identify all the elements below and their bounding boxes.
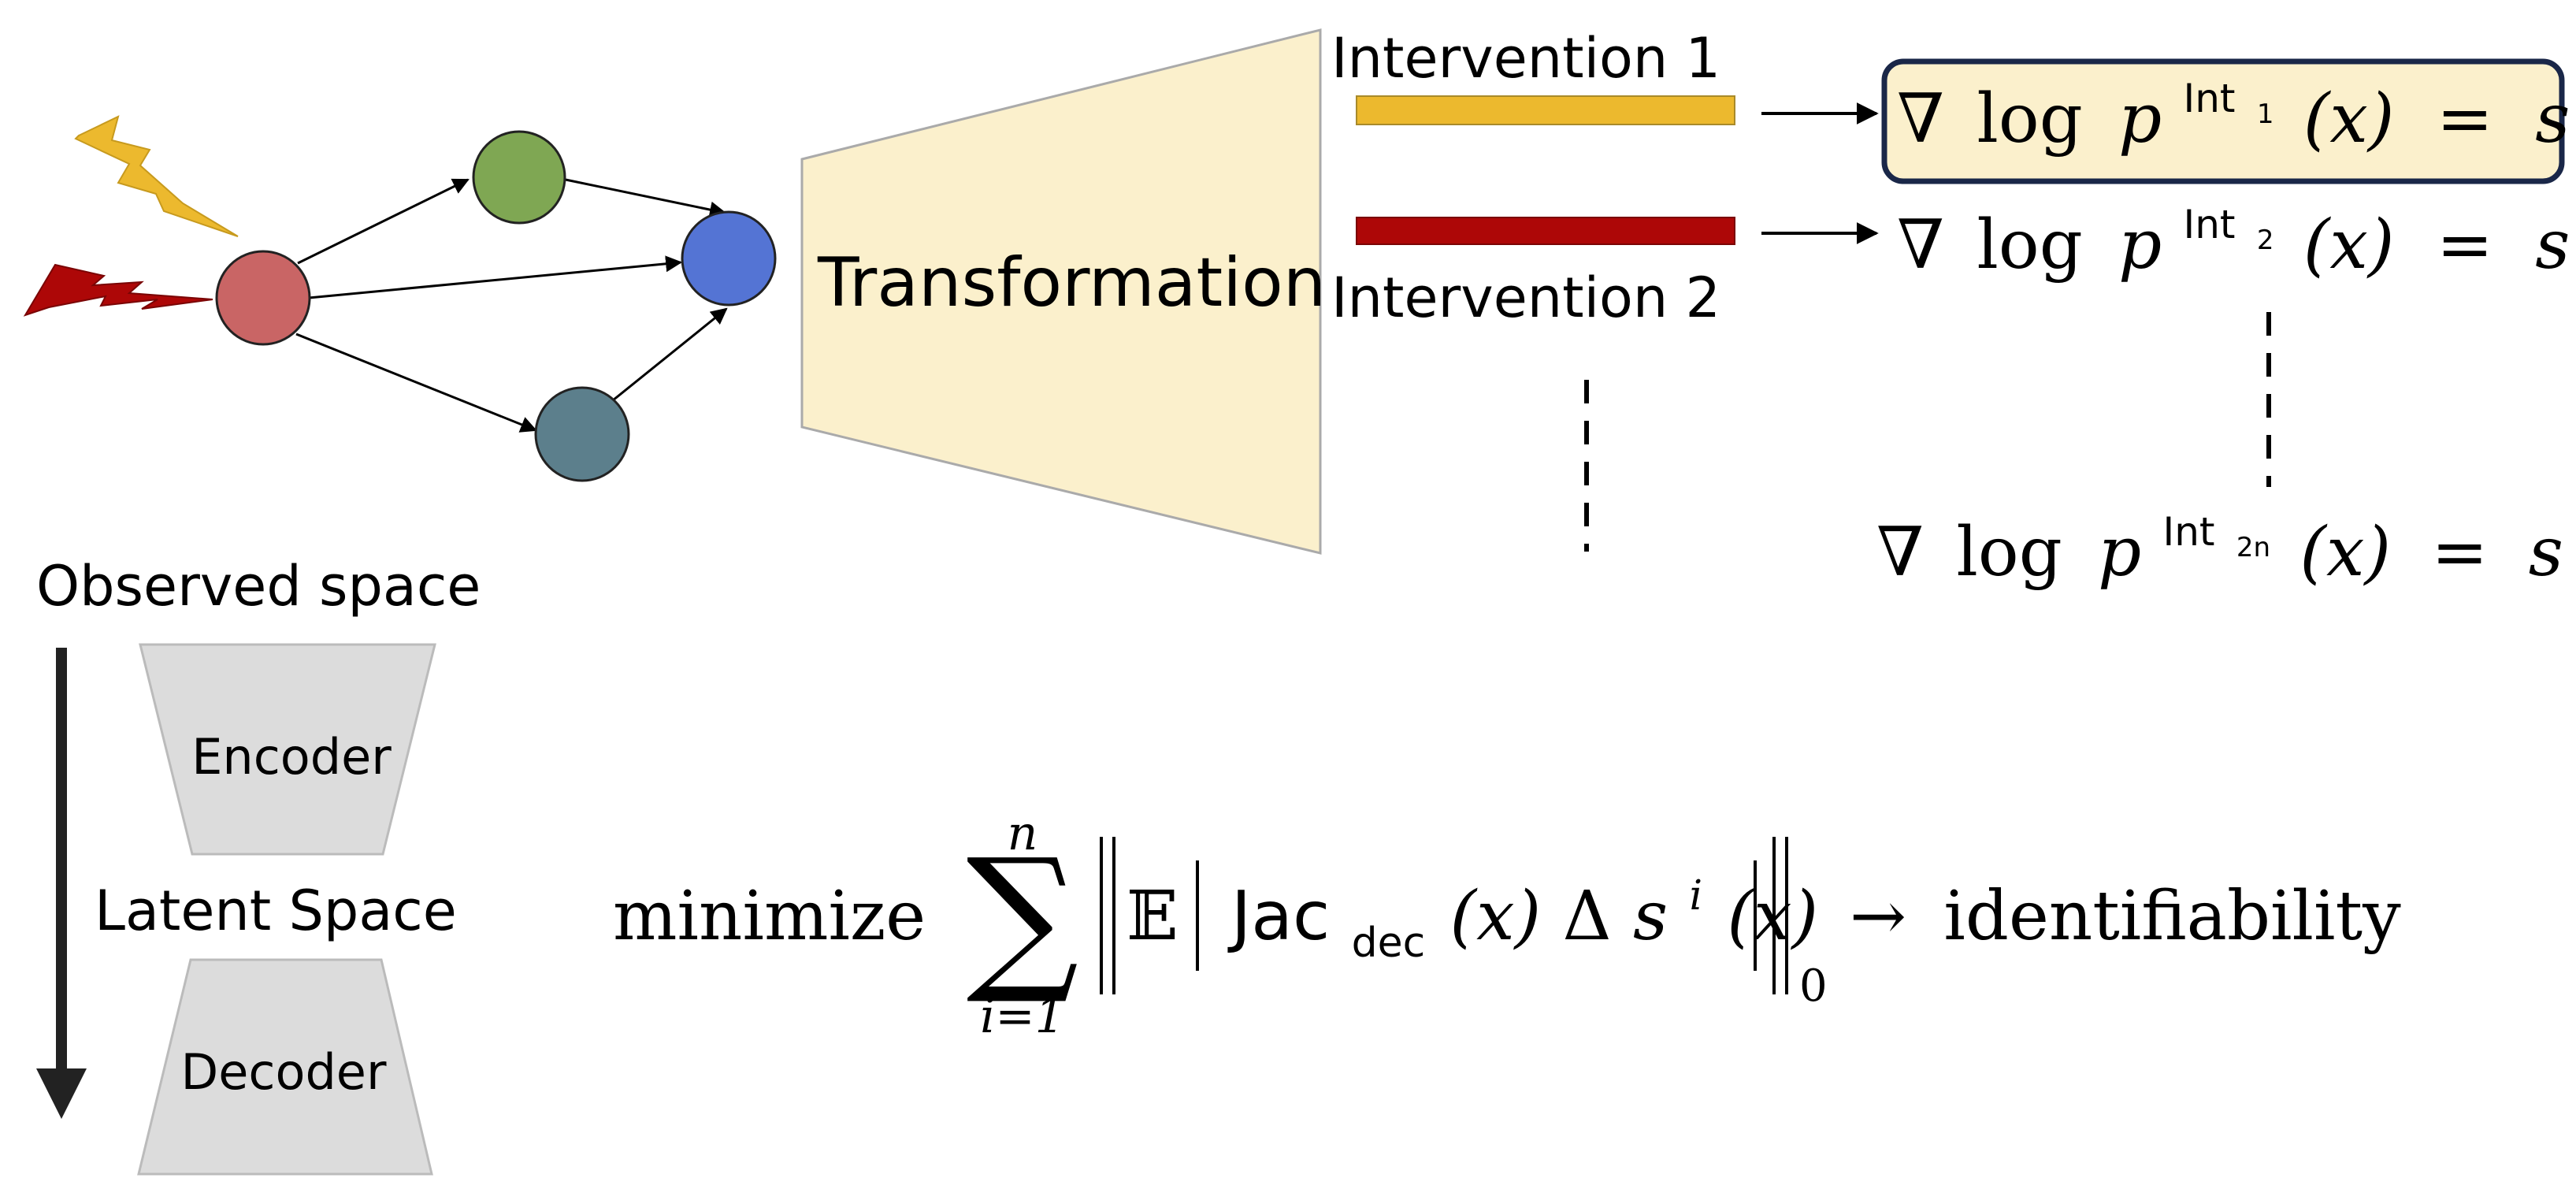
decoder-block <box>137 958 433 1176</box>
yellow-lightning-icon <box>74 115 239 237</box>
intervention-2-label: Intervention 2 <box>1331 266 1720 330</box>
edge-red-green <box>297 178 470 265</box>
objective-result: → identifiability <box>1850 877 2401 956</box>
edge-red-blue <box>308 255 683 299</box>
sum-lower-limit: i=1 <box>980 989 1065 1044</box>
score-equation-2: ∇ log p Int 2 (x) = s 2 (x) <box>1897 176 2576 284</box>
teal-node <box>534 386 630 482</box>
score-equation-2n: ∇ log p Int 2n (x) = s 2n (x) <box>1876 483 2576 592</box>
blue-node <box>681 210 777 307</box>
edge-teal-blue <box>612 307 728 402</box>
causal-graph-edges <box>295 178 728 433</box>
sum-upper-limit: n <box>1008 806 1038 861</box>
observed-space-label: Observed space <box>36 554 481 619</box>
green-node <box>472 130 566 225</box>
intervention-2-bar <box>1356 217 1735 245</box>
intervention-1-label: Intervention 1 <box>1331 26 1720 91</box>
score-1-highlight <box>1881 58 2565 184</box>
norm-subscript: 0 <box>1799 961 1828 1012</box>
decoder-label: Decoder <box>181 1043 387 1101</box>
intervention-1-bar <box>1356 95 1735 125</box>
red-node <box>215 250 311 346</box>
objective-expression: 𝔼 Jac dec (x) Δ s i (x) <box>1127 847 1818 973</box>
sum-symbol: ∑ <box>967 825 1079 1009</box>
down-arrow-head <box>36 1068 87 1119</box>
encoder-label: Encoder <box>191 728 392 786</box>
nabla-symbol: ∇ <box>1876 513 1924 592</box>
score-equation-1: ∇ log p Int 1 (x) = s 1 (x) <box>1897 50 2576 158</box>
red-lightning-icon <box>23 263 213 317</box>
objective-minimize: minimize <box>613 877 926 956</box>
nabla-symbol: ∇ <box>1897 206 1944 284</box>
nabla-symbol: ∇ <box>1897 80 1944 158</box>
edge-green-blue <box>565 178 727 218</box>
transformation-block <box>800 28 1322 555</box>
transformation-label: Transformation <box>817 243 1326 322</box>
implies-arrow: → <box>1850 877 1906 956</box>
latent-space-label: Latent Space <box>95 879 457 943</box>
edge-red-teal <box>295 333 537 433</box>
encoder-block <box>139 643 436 856</box>
norm-bars <box>1100 837 1788 994</box>
